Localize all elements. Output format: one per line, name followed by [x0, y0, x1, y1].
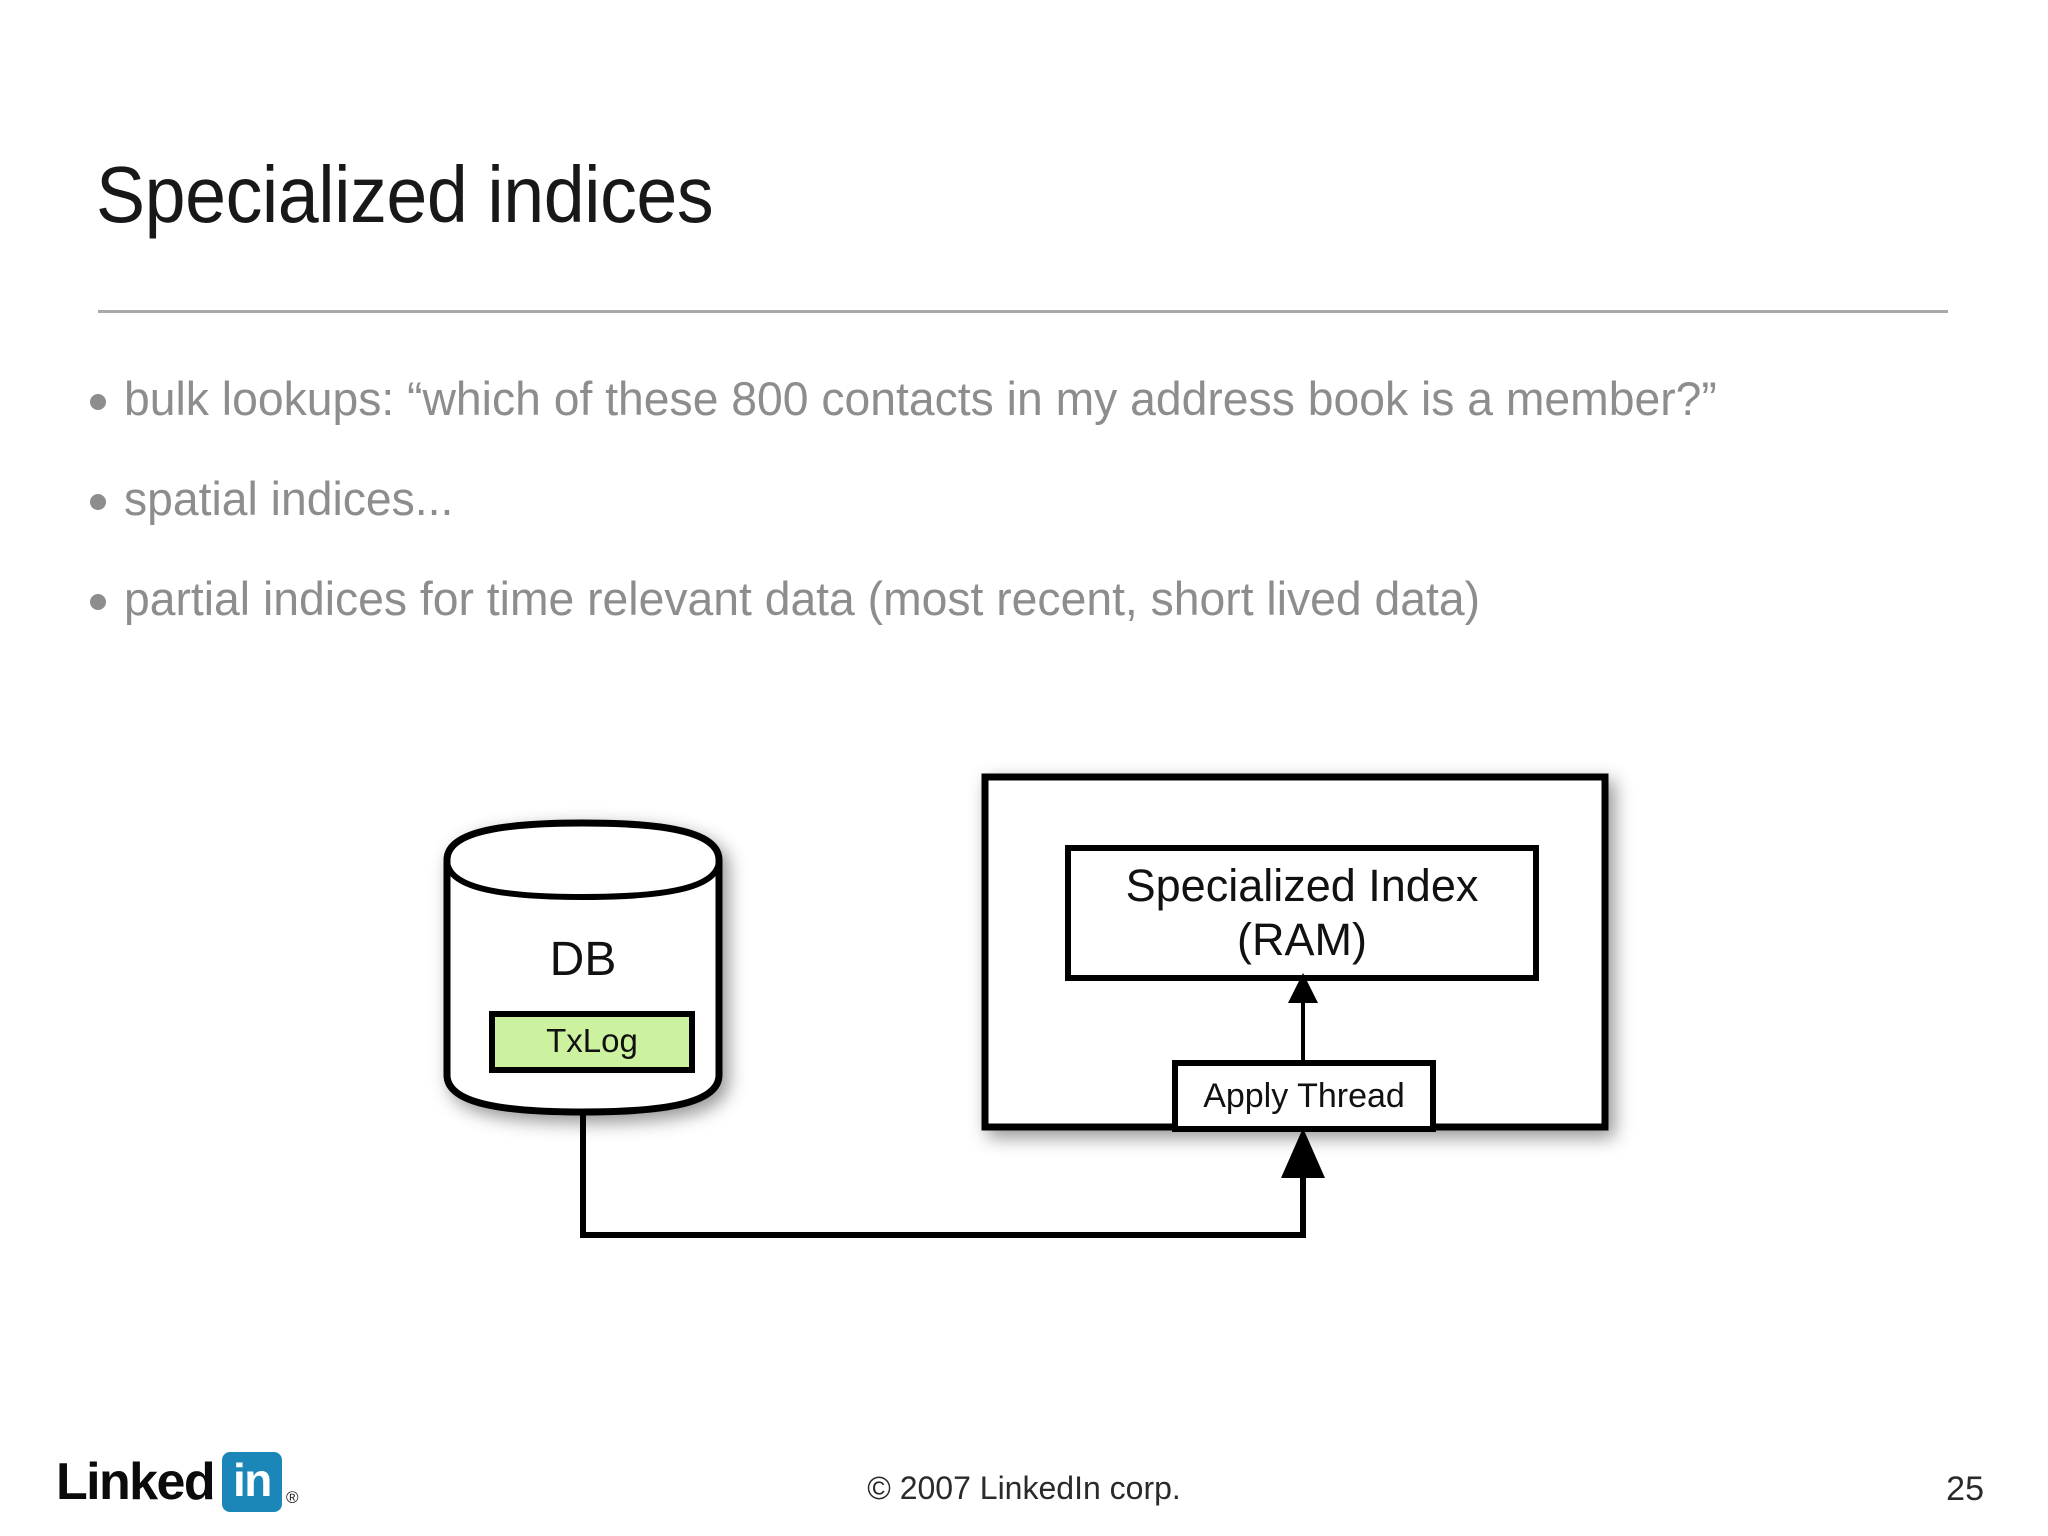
txlog-box-rect	[489, 1011, 695, 1073]
specialized-index-label-line1: Specialized Index	[1126, 860, 1479, 911]
copyright-text: © 2007 LinkedIn corp.	[867, 1470, 1181, 1506]
logo-in-text: in	[233, 1454, 272, 1506]
list-item: partial indices for time relevant data (…	[90, 568, 1970, 630]
specialized-index-box: Specialized Index (RAM)	[1065, 845, 1539, 981]
logo-wordmark: Linked	[56, 1453, 216, 1511]
txlog-to-apply-arrowhead	[1281, 1128, 1325, 1178]
index-container-box	[981, 773, 1609, 1131]
bullet-dot-icon	[90, 494, 106, 510]
bullet-text: spatial indices...	[124, 472, 454, 525]
title-divider	[98, 310, 1948, 313]
logo-in-badge-icon: in	[221, 1452, 282, 1512]
db-cylinder	[443, 819, 723, 1116]
specialized-index-label-line2: (RAM)	[1237, 914, 1367, 965]
page-title: Specialized indices	[96, 150, 714, 239]
list-item: spatial indices...	[90, 468, 1970, 530]
bullet-dot-icon	[90, 594, 106, 610]
bullet-text: partial indices for time relevant data (…	[124, 572, 1481, 625]
txlog-label: TxLog	[546, 1022, 638, 1059]
linkedin-logo: Linked in ®	[56, 1452, 299, 1512]
txlog-box: TxLog	[489, 1011, 695, 1073]
specialized-index-rect	[1065, 845, 1539, 981]
bullet-dot-icon	[90, 394, 106, 410]
bullet-list: bulk lookups: “which of these 800 contac…	[90, 368, 1970, 668]
index-container-rect	[981, 773, 1609, 1131]
apply-thread-rect	[1172, 1060, 1436, 1132]
txlog-to-apply-connector	[580, 1112, 1306, 1238]
page-number: 25	[1946, 1470, 1984, 1508]
list-item: bulk lookups: “which of these 800 contac…	[90, 368, 1970, 430]
registered-trademark-mark: ®	[285, 1488, 299, 1507]
apply-thread-box: Apply Thread	[1172, 1060, 1436, 1132]
bullet-text: bulk lookups: “which of these 800 contac…	[124, 372, 1717, 425]
db-cylinder-top-ellipse	[444, 859, 722, 901]
apply-thread-label: Apply Thread	[1203, 1077, 1405, 1115]
db-cylinder-body	[443, 819, 723, 1116]
db-label: DB	[550, 933, 617, 986]
